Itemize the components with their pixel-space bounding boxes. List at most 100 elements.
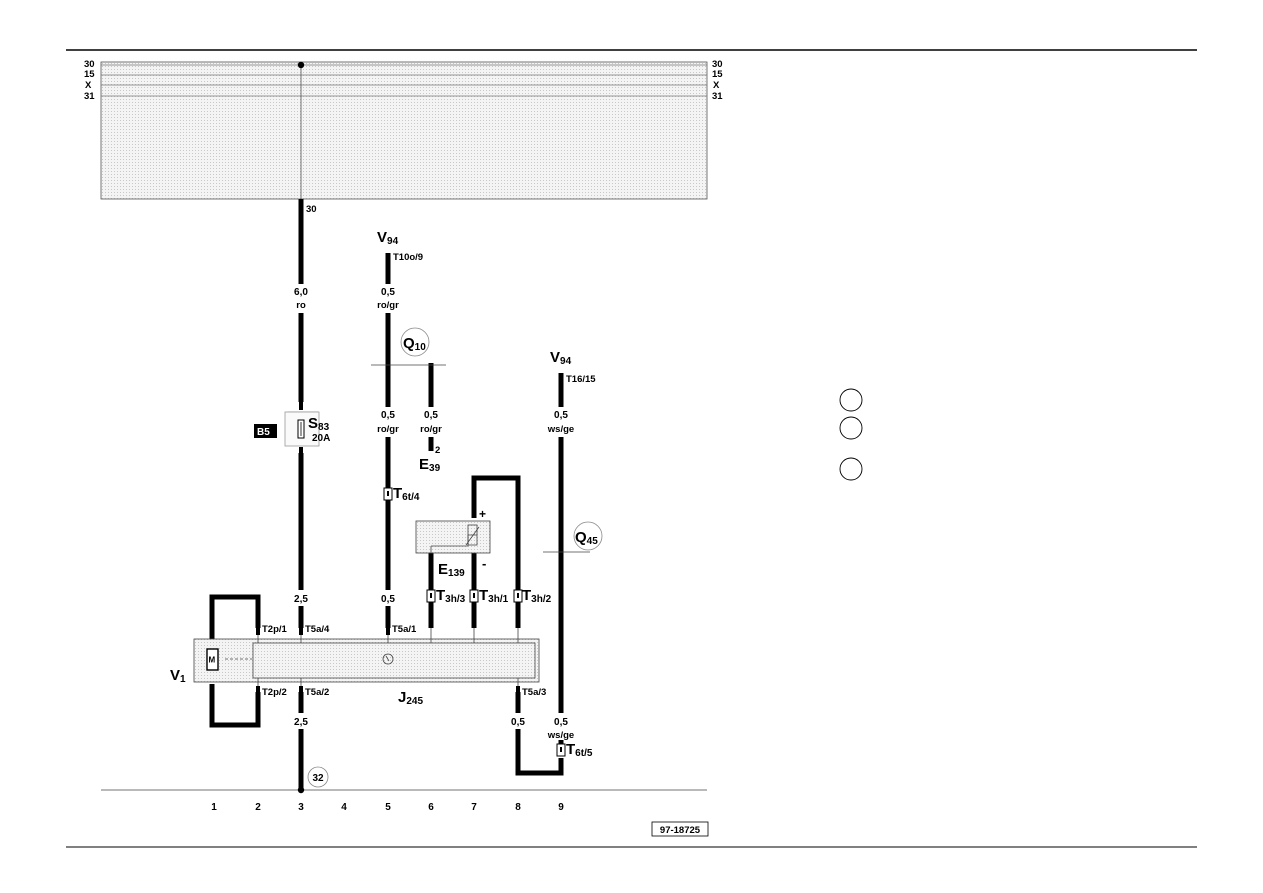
wire-3-color: ro/gr (377, 424, 399, 435)
b5-tag-box (254, 424, 277, 438)
t6t4-sub: 6t/4 (402, 492, 420, 503)
ground-marker: 32 (307, 766, 329, 788)
t3h1-letter: T (479, 587, 488, 604)
s83-sub: 83 (318, 422, 330, 433)
t6t5-label: T6t/5 (566, 741, 593, 759)
v94-a-letter: V (377, 229, 387, 246)
wire-2-size: 0,5 (381, 287, 395, 298)
e139-label: E139 (438, 561, 465, 579)
t5a2-label: T5a/2 (305, 687, 329, 698)
t5a1-label: T5a/1 (392, 624, 417, 635)
wire-4-size: 0,5 (424, 410, 438, 421)
ground-dot (297, 786, 305, 794)
t3h2-label: T3h/2 (522, 587, 552, 605)
column-1: 1 (211, 802, 217, 813)
wire-set (209, 199, 564, 790)
v94-b-sub: 94 (560, 356, 572, 367)
module-pin-leads (257, 628, 519, 686)
v94-a-pin: T10o/9 (393, 252, 423, 263)
q10-sub: 10 (415, 342, 427, 353)
diagram-id-box (651, 821, 709, 837)
s83-label: S83 (308, 415, 330, 433)
column-2: 2 (255, 802, 261, 813)
column-7: 7 (471, 802, 477, 813)
j245-sub: 245 (406, 696, 423, 707)
t6t4-letter: T (393, 485, 402, 502)
wire-2-color: ro/gr (377, 300, 399, 311)
wire-3-size: 0,5 (381, 410, 395, 421)
t3h2-sub: 3h/2 (531, 594, 551, 605)
e39-label: E39 (419, 456, 441, 474)
e39-letter: E (419, 456, 429, 473)
q45-sub: 45 (587, 536, 599, 547)
v94-a-sub: 94 (387, 236, 399, 247)
t3h1-sub: 3h/1 (488, 594, 508, 605)
svg-text:Q45: Q45 (575, 529, 598, 547)
wire-7-size: 0,5 (381, 594, 395, 605)
e39-pin: 2 (435, 445, 440, 456)
v1-label: V1 (170, 667, 186, 685)
rail-label-15-left: 15 (84, 69, 95, 80)
legend-circle-1 (839, 388, 863, 412)
t3h3-label: T3h/3 (436, 587, 466, 605)
b5-tag-label: B5 (257, 427, 270, 438)
s83-rating: 20A (312, 433, 330, 444)
t2p1-label: T2p/1 (262, 624, 288, 635)
e139-component (415, 520, 491, 554)
column-3: 3 (298, 802, 304, 813)
rail-label-x-left: X (85, 80, 92, 91)
legend-circle-2 (839, 416, 863, 440)
t2p2-label: T2p/2 (262, 687, 287, 698)
relay-icon (382, 653, 394, 665)
rail-label-x-right: X (713, 80, 720, 91)
j245-module (193, 638, 540, 683)
e139-letter: E (438, 561, 448, 578)
column-5: 5 (385, 802, 391, 813)
e139-sub: 139 (448, 568, 465, 579)
legend-circle-3 (839, 457, 863, 481)
q45-letter: Q (575, 529, 587, 546)
column-4: 4 (341, 802, 347, 813)
q45-marker: Q45 (573, 521, 603, 551)
wire-1-color: ro (296, 300, 306, 311)
diagram-id: 97-18725 (660, 825, 701, 836)
s83-letter: S (308, 415, 318, 432)
module-pins (256, 628, 520, 693)
t6t4-label: T6t/4 (393, 485, 420, 503)
svg-text:Q10: Q10 (403, 335, 426, 353)
s83-fuse (284, 402, 320, 455)
rail-label-31-right: 31 (712, 91, 723, 102)
wire-5-color: ws/ge (547, 424, 574, 435)
rail-label-30-right: 30 (712, 59, 723, 70)
v1-motor-label: M (209, 656, 216, 665)
v1-motor-icon: M (206, 648, 219, 671)
wire-4-color: ro/gr (420, 424, 442, 435)
ground-number: 32 (312, 773, 324, 784)
wire-5-size: 0,5 (554, 410, 568, 421)
wire-6-size: 2,5 (294, 594, 308, 605)
rail-label-30-left: 30 (84, 59, 95, 70)
v94-b-pin: T16/15 (566, 374, 596, 385)
e39-sub: 39 (429, 463, 441, 474)
rail-tap-label: 30 (306, 204, 317, 215)
t6t5-sub: 6t/5 (575, 748, 593, 759)
t6t5-letter: T (566, 741, 575, 758)
wire-1-size: 6,0 (294, 287, 308, 298)
power-rail-panel (100, 61, 708, 200)
t5a4-label: T5a/4 (305, 624, 330, 635)
q10-marker: Q10 (400, 327, 430, 357)
e139-plus-label: + (479, 507, 486, 521)
wire-8-size: 2,5 (294, 717, 308, 728)
connector-pin-dots (387, 491, 562, 752)
t3h3-letter: T (436, 587, 445, 604)
t3h3-sub: 3h/3 (445, 594, 465, 605)
v94-b-label: V94 (550, 349, 572, 367)
t3h1-label: T3h/1 (479, 587, 509, 605)
v1-sub: 1 (180, 674, 186, 685)
v1-letter: V (170, 667, 180, 684)
wire-10-color: ws/ge (547, 730, 574, 741)
v94-b-letter: V (550, 349, 560, 366)
column-9: 9 (558, 802, 564, 813)
v94-a-label: V94 (377, 229, 399, 247)
column-6: 6 (428, 802, 434, 813)
